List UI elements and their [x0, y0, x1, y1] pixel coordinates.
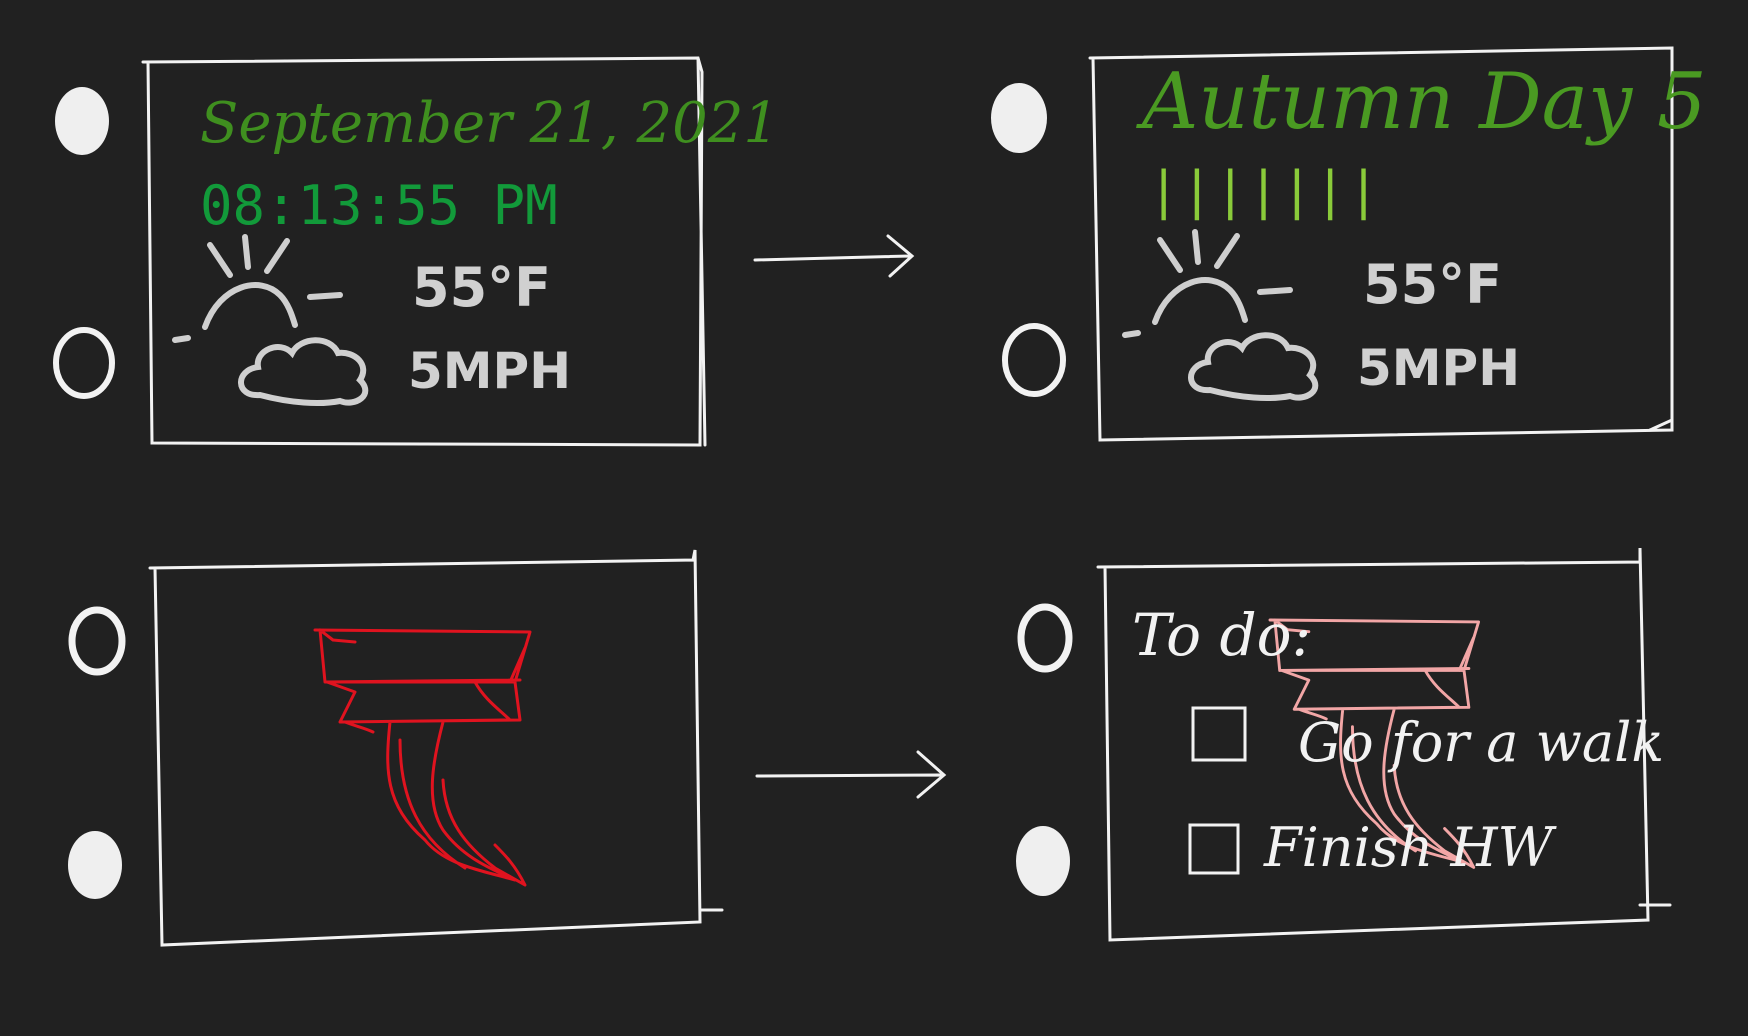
- tornado-panel-before: [68, 549, 724, 947]
- todo-heading: To do:: [1132, 601, 1311, 669]
- arrow-right-icon: [755, 750, 947, 799]
- todo-checkbox-2[interactable]: [1188, 823, 1240, 875]
- panel-frame: [141, 56, 707, 447]
- temperature-text: 55°F: [412, 256, 551, 319]
- knob-outline-top[interactable]: [68, 606, 126, 676]
- knob-filled-top[interactable]: [991, 83, 1047, 153]
- todo-item-2-label: Finish HW: [1263, 816, 1558, 879]
- knob-filled-top[interactable]: [55, 87, 109, 155]
- weather-season-panel-after: Autumn Day 5 ||||||| 55°F 5MPH: [991, 46, 1707, 442]
- temperature-text: 55°F: [1363, 253, 1502, 316]
- todo-checkbox-1[interactable]: [1191, 706, 1247, 762]
- tornado-icon: [313, 628, 532, 887]
- knob-filled-bottom[interactable]: [1016, 826, 1070, 896]
- panel-frame: [1096, 547, 1672, 942]
- wind-text: 5MPH: [1357, 339, 1520, 397]
- panel-frame: [148, 549, 724, 947]
- date-text: September 21, 2021: [200, 91, 779, 156]
- knob-outline-top[interactable]: [1017, 603, 1073, 673]
- panel-frame: [1088, 46, 1674, 442]
- todo-item-1-label: Go for a walk: [1298, 711, 1664, 774]
- knob-outline-bottom[interactable]: [53, 327, 115, 399]
- wind-text: 5MPH: [408, 342, 571, 400]
- partly-cloudy-icon: [175, 237, 365, 403]
- knob-outline-bottom[interactable]: [1002, 323, 1066, 397]
- partly-cloudy-icon: [1125, 232, 1315, 398]
- knob-filled-bottom[interactable]: [68, 831, 122, 899]
- season-title-text: Autumn Day 5: [1136, 57, 1707, 147]
- arrow-right-icon: [753, 234, 915, 278]
- weather-clock-panel-before: September 21, 2021 08:13:55 PM 55°F 5MPH: [53, 56, 779, 447]
- time-text: 08:13:55 PM: [200, 174, 558, 237]
- todo-panel-after: To do: Go for a walk Finish HW: [1016, 547, 1672, 942]
- day-tally-marks: |||||||: [1148, 161, 1381, 221]
